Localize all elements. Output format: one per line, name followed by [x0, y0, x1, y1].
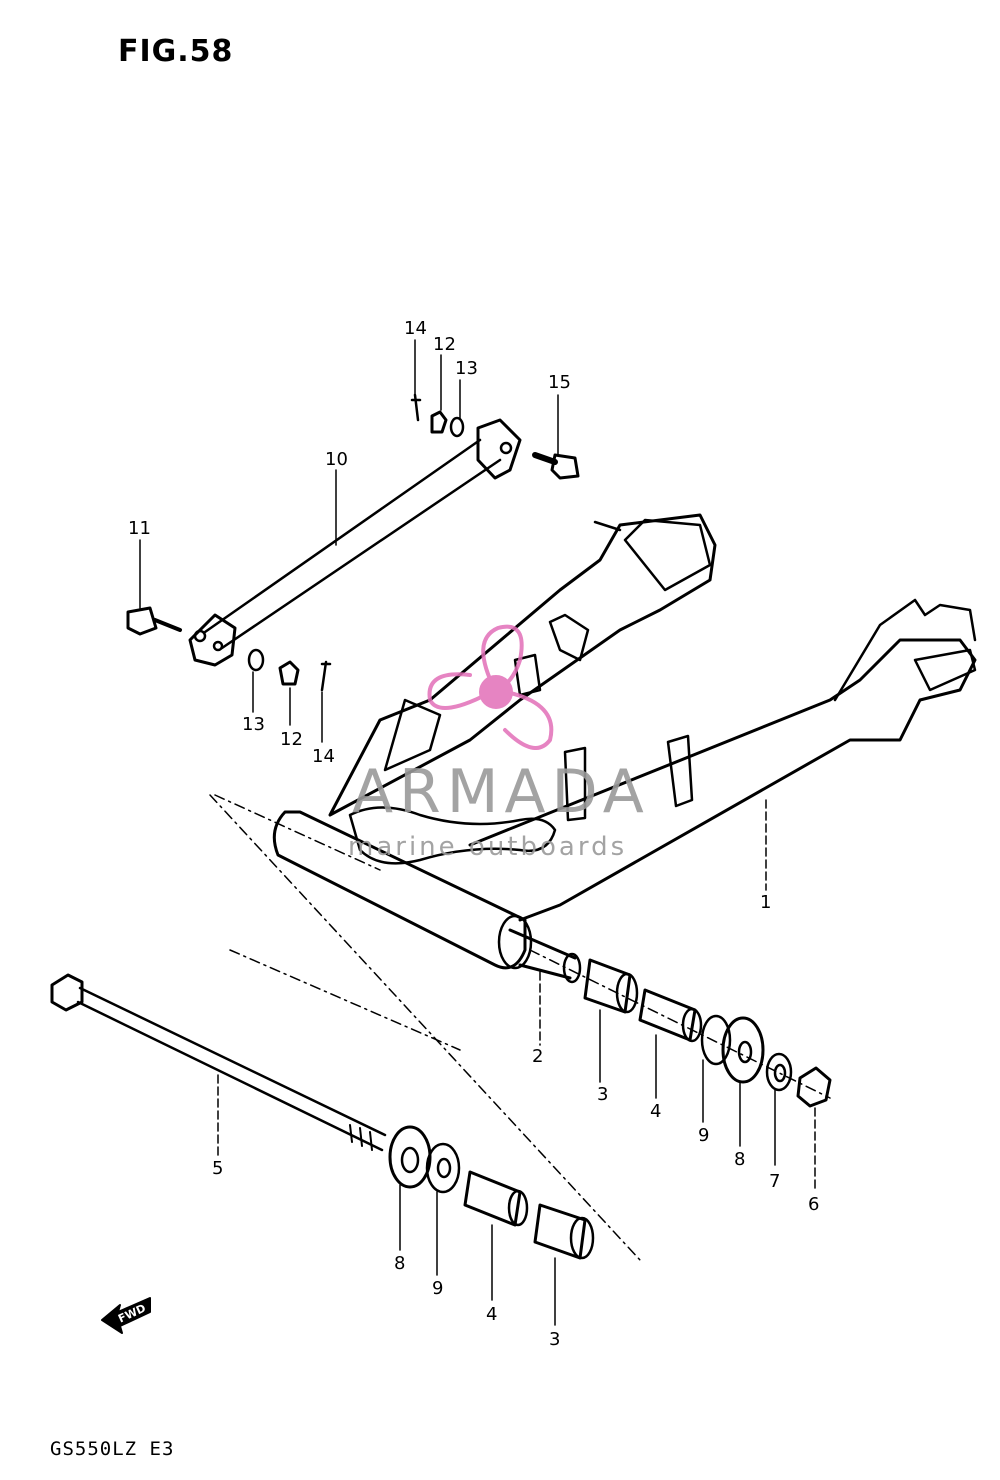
- watermark-brand: ARMADA: [352, 757, 650, 827]
- forward-arrow-icon: FWD: [101, 1297, 151, 1334]
- callout-8-left: 8: [394, 1253, 405, 1274]
- callout-12-top: 12: [433, 334, 456, 355]
- callout-4-left: 4: [486, 1304, 497, 1325]
- bolt-11: [126, 606, 182, 636]
- callout-7: 7: [769, 1171, 780, 1192]
- callout-14-bottom: 14: [312, 746, 335, 767]
- callout-12-bottom: 12: [280, 729, 303, 750]
- nut-6: [796, 1066, 832, 1108]
- model-code: GS550LZ E3: [50, 1438, 175, 1460]
- callout-15: 15: [548, 372, 571, 393]
- pivot-shaft-5: [50, 973, 387, 1152]
- swing-arm: [272, 513, 977, 970]
- callout-3-right: 3: [597, 1084, 608, 1105]
- callout-2: 2: [532, 1046, 543, 1067]
- callout-14-top: 14: [404, 318, 427, 339]
- washer-13-top: [449, 416, 465, 438]
- torque-link: [188, 418, 522, 667]
- callout-9-left: 9: [432, 1278, 443, 1299]
- sleeve-2: [508, 928, 582, 984]
- callout-8-right: 8: [734, 1149, 745, 1170]
- leader-lines: [139, 339, 816, 1326]
- watermark: ARMADA marine outboards: [348, 624, 650, 862]
- nut-12-bottom: [278, 660, 300, 686]
- callout-1: 1: [760, 892, 771, 913]
- callout-3-left: 3: [549, 1329, 560, 1350]
- callout-5: 5: [212, 1158, 223, 1179]
- bearing-3-left: [533, 1203, 595, 1260]
- callout-6: 6: [808, 1194, 819, 1215]
- washer-8-left: [388, 1125, 432, 1189]
- bearing-3-right: [583, 958, 639, 1014]
- washer-13-bottom: [247, 648, 265, 672]
- callout-11: 11: [128, 518, 151, 539]
- nut-12-top: [430, 410, 448, 434]
- washer-7: [765, 1052, 793, 1092]
- washer-9-left: [425, 1142, 461, 1194]
- assembly-center-lines: [209, 794, 831, 1261]
- callout-9-right: 9: [698, 1125, 709, 1146]
- callout-numbers: 14 12 13 15 10 11 13 12 14 1 2 3 4 9 8 7…: [128, 318, 819, 1350]
- figure-title: FIG.58: [118, 34, 234, 69]
- watermark-tagline: marine outboards: [348, 832, 627, 862]
- spacer-4-left: [463, 1170, 529, 1227]
- spacer-4-right: [638, 988, 703, 1043]
- washer-9-right: [700, 1014, 732, 1066]
- callout-13-top: 13: [455, 358, 478, 379]
- callout-10: 10: [325, 449, 348, 470]
- cotter-pin-14-top: [410, 393, 422, 422]
- bolt-15: [532, 452, 580, 480]
- armada-logo-icon: [427, 624, 554, 750]
- cotter-pin-14-bottom: [320, 660, 332, 692]
- callout-13-bottom: 13: [242, 714, 265, 735]
- washer-8-right: [721, 1016, 765, 1084]
- callout-4-right: 4: [650, 1101, 661, 1122]
